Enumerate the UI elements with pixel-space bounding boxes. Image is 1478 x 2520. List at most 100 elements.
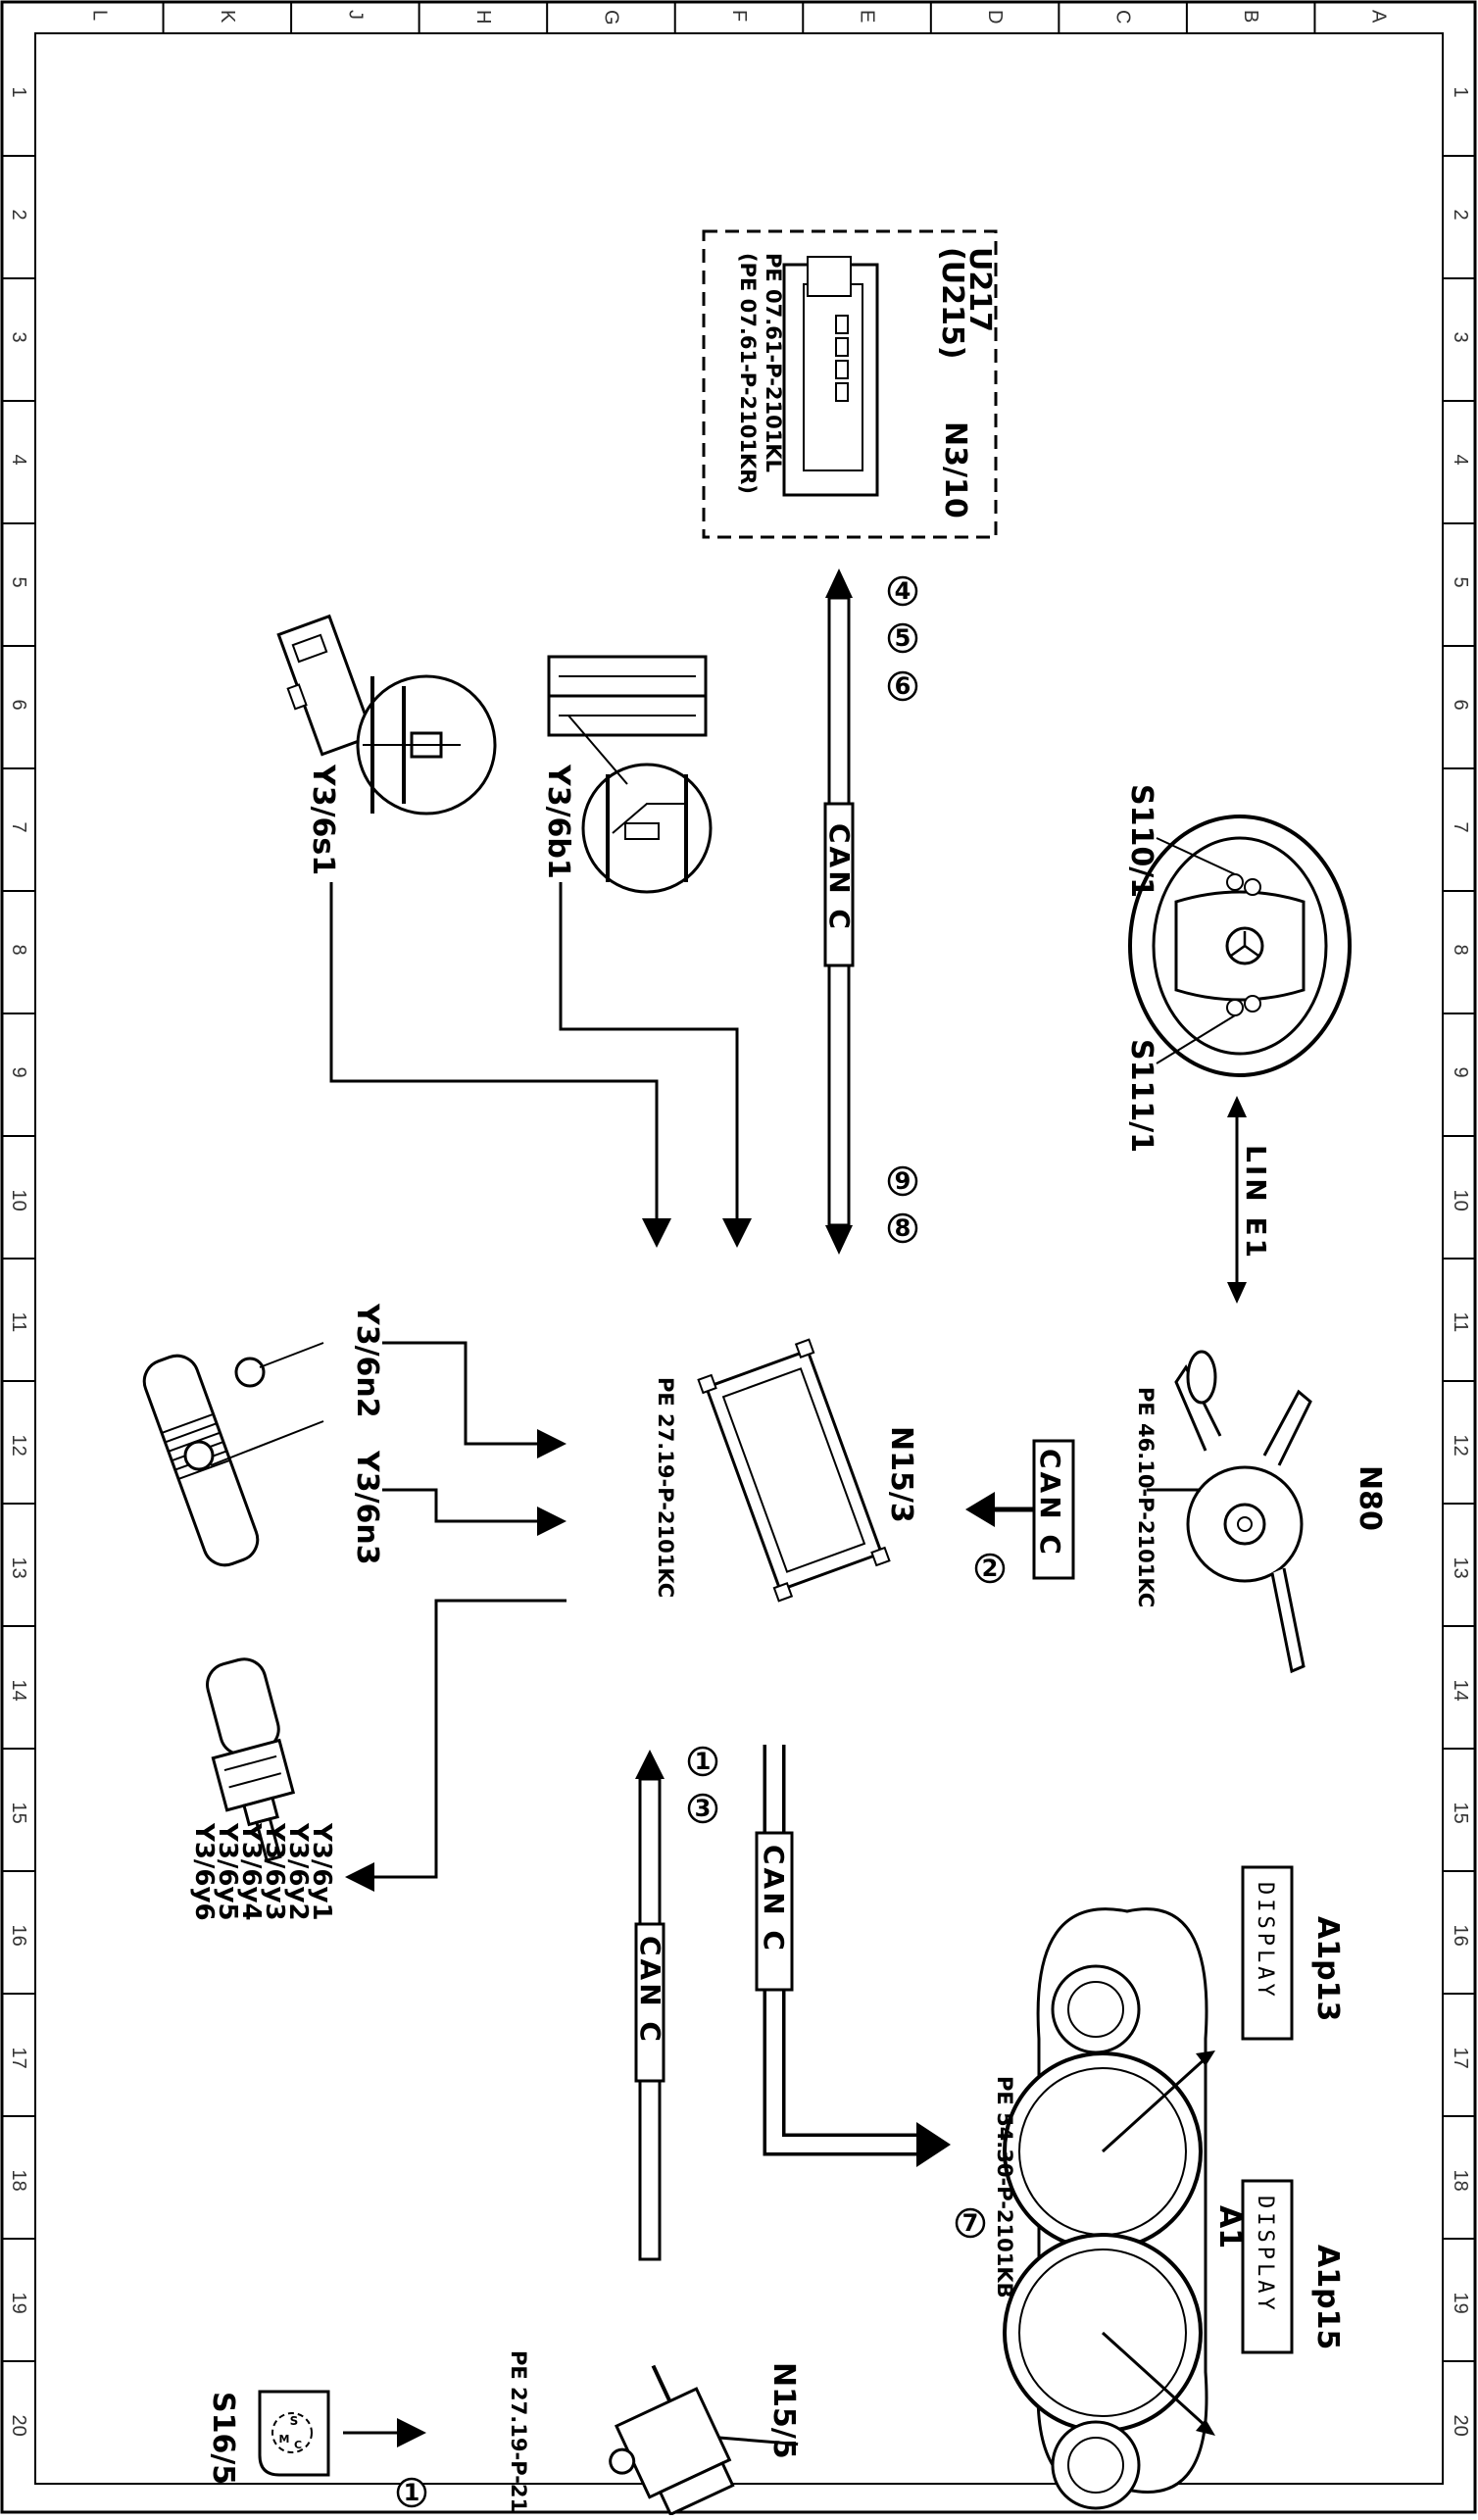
marker-8: 8 xyxy=(887,1212,918,1244)
grid-row-number: 4 xyxy=(8,455,29,466)
grid-row-number: 6 xyxy=(1450,700,1471,711)
grid-row-number: 20 xyxy=(8,2415,29,2437)
a1-instrument-cluster xyxy=(1003,1907,1215,2510)
grid-row-number: 10 xyxy=(8,1190,29,1211)
can-bus-lower-left: CAN C xyxy=(634,1750,666,2261)
grid-row-number: 5 xyxy=(8,577,29,588)
valve-label: Y3/6y3 xyxy=(260,1822,289,1921)
grid-row-number: 13 xyxy=(1450,1557,1471,1579)
n15-3-reference: PE 27.19-P-2101KC xyxy=(654,1377,677,1598)
svg-text:8: 8 xyxy=(895,1214,911,1242)
can-c-label-lower-right: CAN C xyxy=(758,1845,790,1953)
grid-row-number: 15 xyxy=(1450,1803,1471,1824)
grid-column-letter: B xyxy=(1240,10,1261,23)
grid-row-number: 18 xyxy=(8,2170,29,2192)
can-c-label-lower-left: CAN C xyxy=(634,1936,666,2045)
n15-3-component xyxy=(697,1338,891,1603)
can-bus-n80: CAN C xyxy=(965,1439,1075,1580)
marker-9: 9 xyxy=(887,1165,918,1197)
grid-row-number: 18 xyxy=(1450,2170,1471,2192)
a1p13-label: A1p13 xyxy=(1310,1916,1345,2021)
y3-6b1-component xyxy=(547,655,713,894)
marker-1b: 1 xyxy=(396,2477,427,2508)
n15-5-label: N15/5 xyxy=(766,2362,801,2459)
s16-5-label: S16/5 xyxy=(206,2392,240,2485)
n3-10-variant-u215: (U215) xyxy=(935,247,969,359)
grid-row-number: 17 xyxy=(1450,2048,1471,2069)
grid-row-number: 7 xyxy=(8,822,29,833)
grid-row-number: 1 xyxy=(1450,87,1471,98)
svg-text:9: 9 xyxy=(895,1167,911,1195)
can-bus-lower-right: CAN C xyxy=(755,1745,951,2167)
marker-1: 1 xyxy=(687,1746,718,1777)
grid-row-number: 7 xyxy=(1450,822,1471,833)
signal-lines-sensors xyxy=(329,882,752,1248)
grid-row-number: 14 xyxy=(1450,1680,1471,1702)
n3-10-label: N3/10 xyxy=(938,421,972,519)
grid-column-letter: F xyxy=(728,10,750,22)
svg-text:1: 1 xyxy=(695,1748,712,1775)
s110-1-label: S110/1 xyxy=(1124,784,1158,898)
grid-row-number: 16 xyxy=(8,1925,29,1947)
s16-5-component: S M C xyxy=(258,2390,330,2477)
grid-row-number: 19 xyxy=(8,2293,29,2314)
grid-row-number: 8 xyxy=(1450,945,1471,956)
n3-10-reference: PE 07.61-P-2101KL xyxy=(762,253,785,472)
a1-reference: PE 54.30-P-2101KB xyxy=(993,2076,1016,2298)
n80-reference: PE 46.10-P-2101KC xyxy=(1134,1387,1158,1607)
valve-label: Y3/6y1 xyxy=(307,1822,336,1921)
grid-row-number: 9 xyxy=(1450,1067,1471,1078)
grid-row-number: 8 xyxy=(8,945,29,956)
svg-text:M: M xyxy=(279,2433,290,2446)
grid-row-number: 12 xyxy=(8,1435,29,1457)
valve-label: Y3/6y6 xyxy=(189,1822,219,1921)
grid-row-number: 13 xyxy=(8,1557,29,1579)
valve-body-component xyxy=(206,1657,296,1862)
svg-text:CAN C: CAN C xyxy=(1034,1449,1066,1557)
n3-10-variant-u217: U217 xyxy=(962,247,997,332)
svg-text:S: S xyxy=(290,2414,299,2428)
speed-sensor-assembly xyxy=(142,1342,324,1567)
svg-text:1: 1 xyxy=(404,2479,420,2506)
a1p15-label: A1p15 xyxy=(1310,2245,1345,2349)
svg-text:5: 5 xyxy=(895,624,911,652)
n3-10-reference-alt: (PE 07.61-P-2101KR) xyxy=(736,253,760,494)
grid-row-number: 14 xyxy=(8,1680,29,1702)
grid-column-letter: J xyxy=(344,10,366,20)
y3-6s1-component xyxy=(276,614,497,815)
svg-text:C: C xyxy=(294,2439,302,2451)
svg-text:6: 6 xyxy=(895,672,911,700)
grid-row-number: 20 xyxy=(1450,2415,1471,2437)
grid-column-letter: E xyxy=(857,10,878,23)
lin-e1-label: LIN E1 xyxy=(1240,1145,1272,1260)
can-c-label-upper: CAN C xyxy=(823,823,856,932)
grid-row-number: 11 xyxy=(8,1312,29,1333)
a1-label: A1 xyxy=(1212,2205,1247,2248)
grid-row-number: 12 xyxy=(1450,1435,1471,1457)
grid-column-letter: G xyxy=(600,10,621,25)
signal-lines-speed-sensors xyxy=(345,1341,567,1892)
grid-row-number: 5 xyxy=(1450,577,1471,588)
grid-column-letter: C xyxy=(1112,10,1134,24)
svg-text:3: 3 xyxy=(695,1795,712,1822)
valve-label: Y3/6y5 xyxy=(213,1822,242,1921)
grid-row-number: 3 xyxy=(8,332,29,343)
grid-row-number: 6 xyxy=(8,700,29,711)
marker-4: 4 xyxy=(887,575,918,607)
grid-row-number: 2 xyxy=(1450,210,1471,221)
grid-column-letter: A xyxy=(1368,10,1390,24)
grid-row-number: 17 xyxy=(8,2048,29,2069)
grid-row-number: 19 xyxy=(1450,2293,1471,2314)
can-bus-upper: CAN C xyxy=(823,568,856,1255)
grid-row-number: 16 xyxy=(1450,1925,1471,1947)
grid-column-letter: K xyxy=(217,10,238,24)
grid-column-letter: D xyxy=(984,10,1006,24)
a1p13-display: DISPLAY xyxy=(1241,1865,1294,2041)
grid-row-number: 4 xyxy=(1450,455,1471,466)
n3-10-component: N3/10 U217 (U215) PE 07.61-P-2101KL (PE … xyxy=(702,229,998,539)
